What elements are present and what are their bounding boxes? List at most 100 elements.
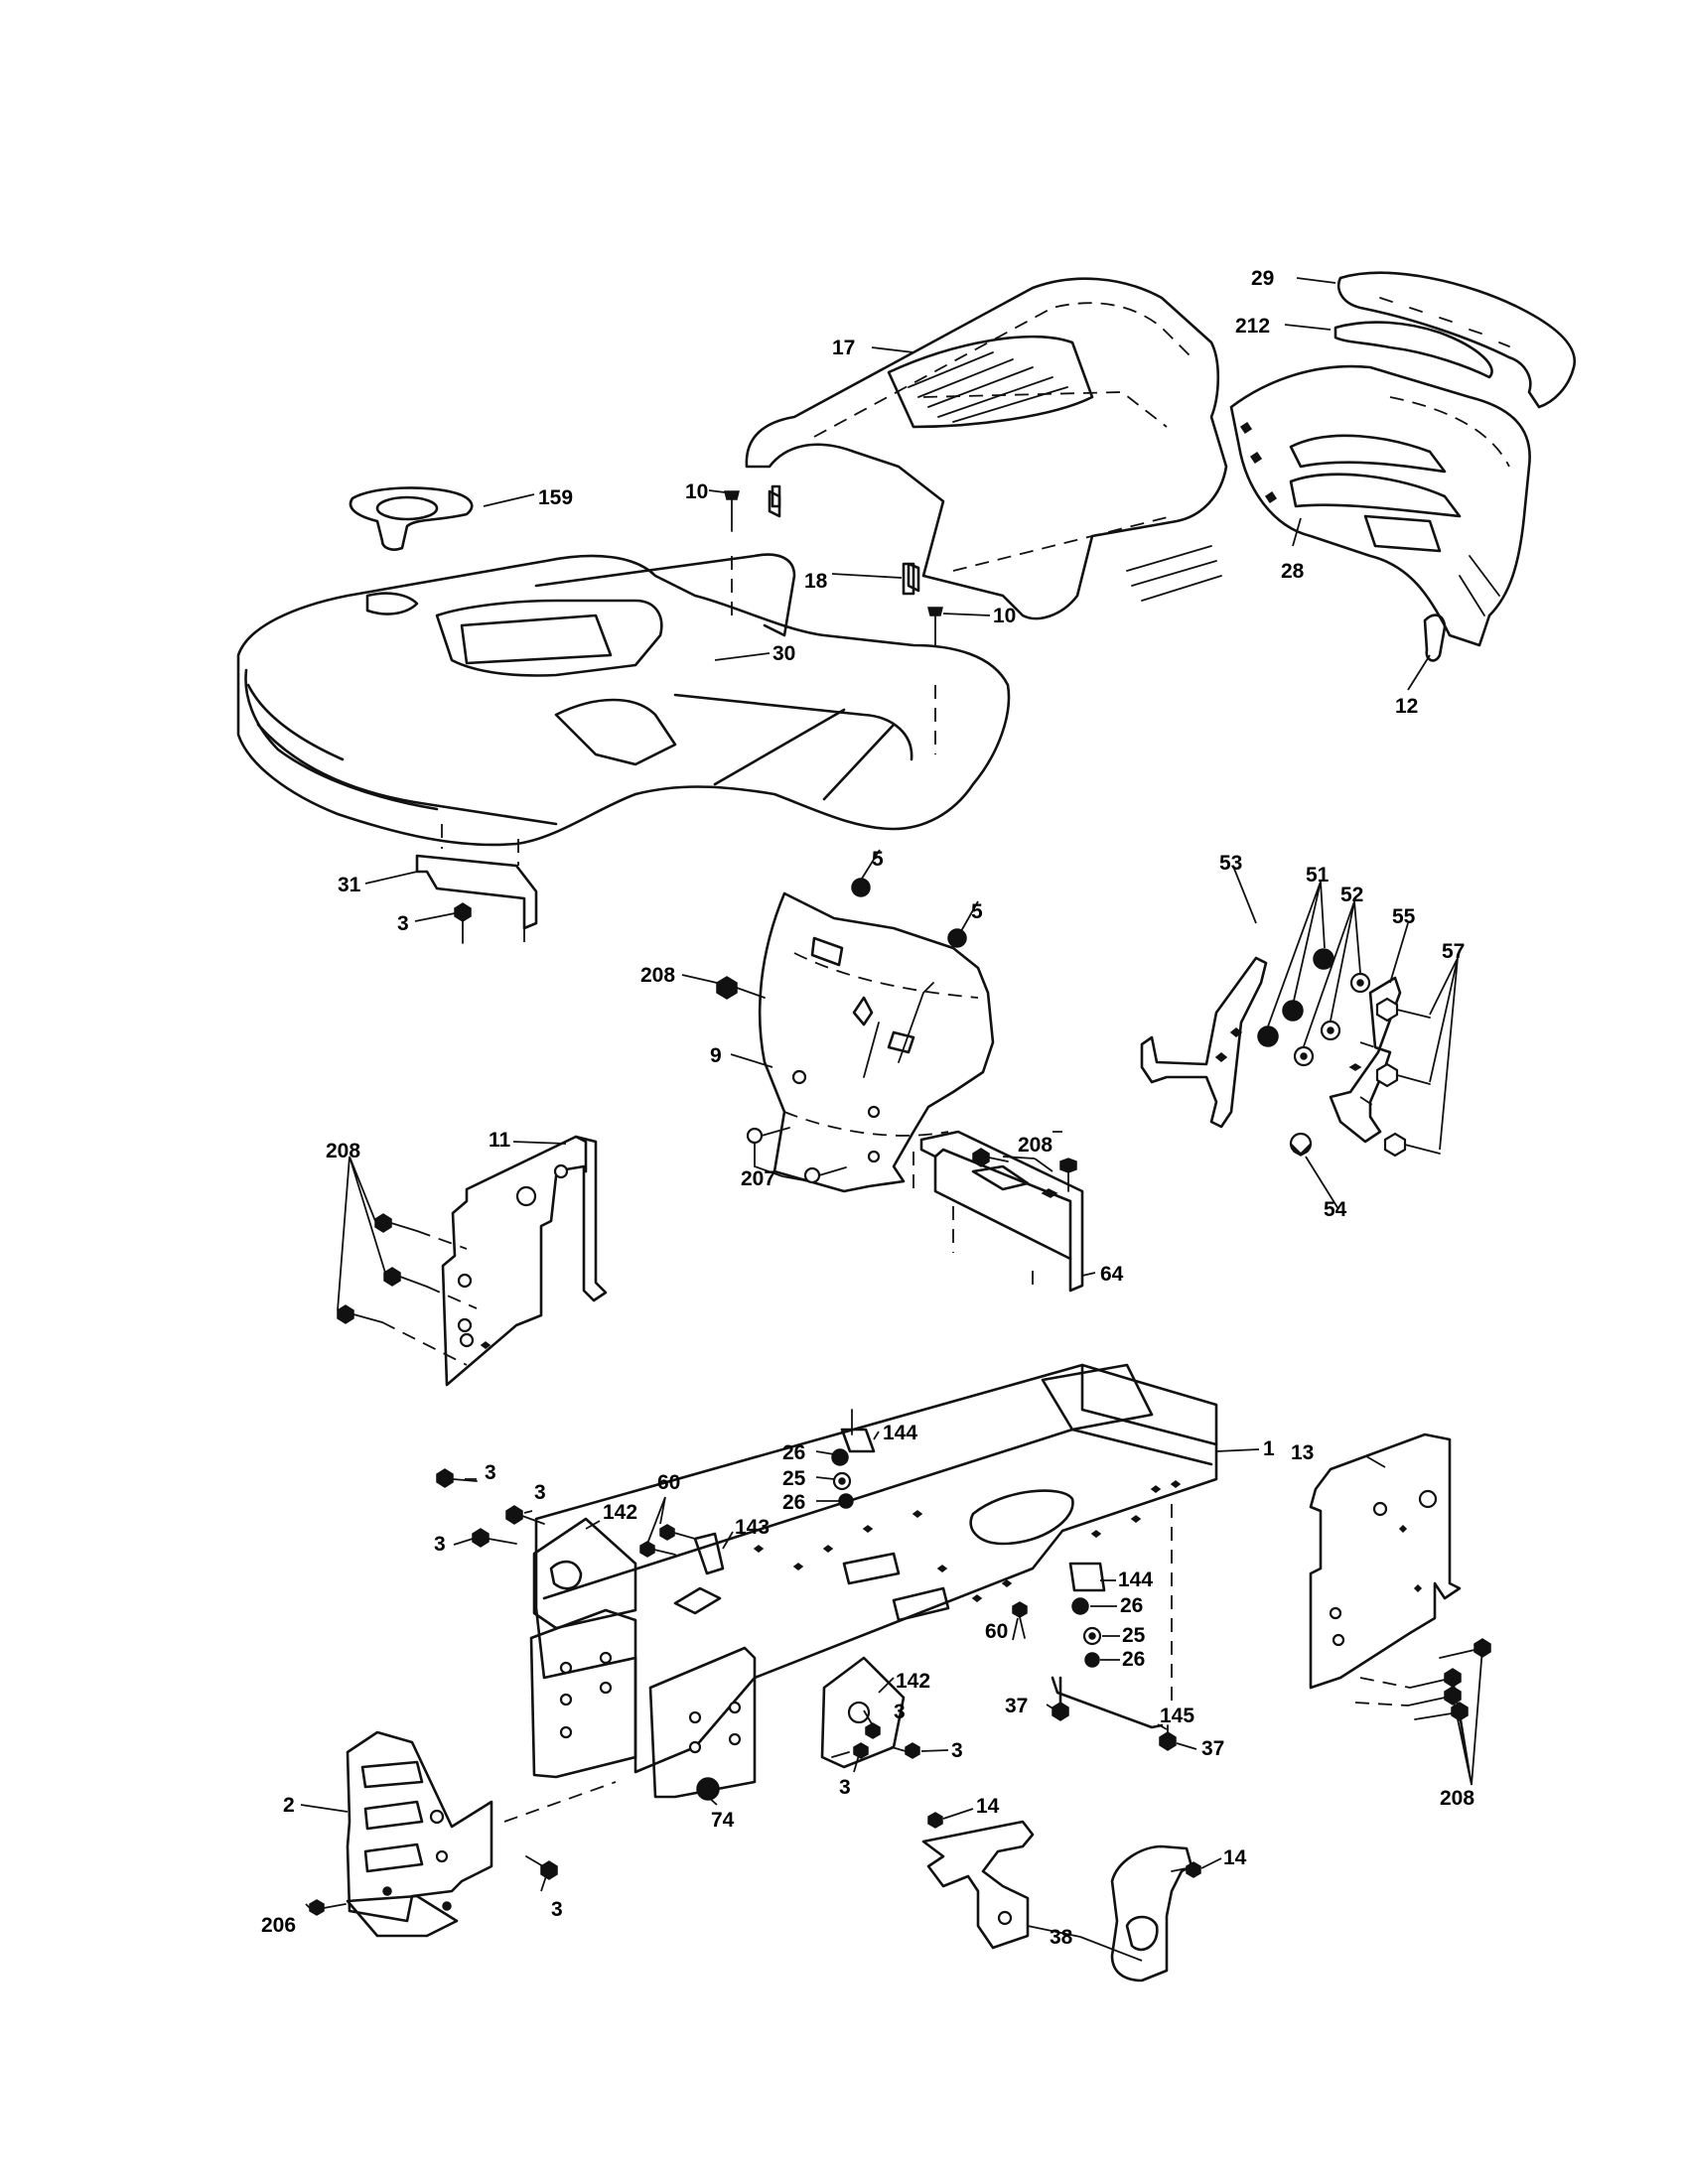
label-5-b: 5: [971, 900, 983, 923]
label-206: 206: [261, 1914, 296, 1937]
clip-part: [1423, 614, 1447, 662]
label-142-lower: 142: [896, 1670, 930, 1693]
label-142-upper: 142: [603, 1501, 637, 1524]
label-2: 2: [283, 1794, 295, 1817]
bracket-144-lower: [1068, 1562, 1106, 1668]
label-29: 29: [1251, 267, 1274, 290]
hinge-18: [771, 484, 915, 596]
screw-3-lower-group: [696, 1722, 920, 1801]
label-208-dash: 208: [640, 964, 675, 987]
label-3-f: 3: [951, 1739, 963, 1762]
label-14-a: 14: [976, 1795, 1000, 1818]
label-26-c: 26: [1120, 1594, 1143, 1617]
bracket-144-upper: [831, 1409, 876, 1509]
label-38: 38: [1050, 1926, 1073, 1949]
side-panel-11-part: [441, 1135, 608, 1387]
label-17: 17: [832, 337, 855, 359]
screw-206: [309, 1899, 347, 1916]
knob-54-part: [1289, 1132, 1313, 1157]
bracket-64-part: [912, 1130, 1084, 1293]
dash-panel-part: [758, 891, 995, 1193]
label-25-a: 25: [782, 1467, 806, 1490]
screw-3-bracket2: [525, 1855, 558, 1880]
bracket-53-part: [1140, 956, 1268, 1129]
label-1: 1: [1263, 1437, 1275, 1460]
bumper-part: [1336, 271, 1577, 409]
label-37-b: 37: [1201, 1737, 1224, 1760]
label-144-lower: 144: [1118, 1569, 1153, 1591]
main-frame-part: [534, 1363, 1218, 1774]
label-30: 30: [772, 642, 795, 665]
label-10-b: 10: [993, 605, 1016, 627]
label-208-panel13: 208: [1440, 1787, 1474, 1810]
label-3-d: 3: [434, 1533, 446, 1556]
lens-part: [1333, 321, 1493, 379]
label-145: 145: [1160, 1705, 1194, 1727]
screw-207-group: [746, 1127, 847, 1184]
label-53: 53: [1219, 852, 1242, 875]
label-13: 13: [1291, 1441, 1314, 1464]
label-9: 9: [710, 1044, 722, 1067]
label-3-e: 3: [894, 1701, 906, 1723]
bracket-142-upper: [532, 1517, 637, 1630]
label-57: 57: [1442, 940, 1465, 963]
label-60-a: 60: [657, 1471, 680, 1494]
fender-bracket-part: [415, 854, 538, 930]
screw-208-panel11: [337, 1213, 478, 1366]
rod-145-part: [1051, 1676, 1177, 1751]
bolt-10-b: [927, 607, 943, 754]
screw-208-bracket: [972, 1148, 1077, 1192]
cup-holder-part: [349, 486, 474, 551]
label-12: 12: [1395, 695, 1418, 718]
label-26-b: 26: [782, 1491, 805, 1514]
label-208-bracket: 208: [1018, 1134, 1052, 1157]
fender-deck-part: [236, 553, 1011, 847]
side-panel-13-part: [1309, 1433, 1462, 1690]
bracket-143-part: [693, 1532, 725, 1575]
label-11: 11: [489, 1129, 511, 1152]
label-25-b: 25: [1122, 1624, 1146, 1647]
label-3-fender: 3: [397, 912, 409, 935]
label-143: 143: [735, 1516, 770, 1539]
bracket-38-left: [921, 1820, 1035, 1950]
washer-52-group: [1293, 972, 1371, 1067]
label-37-a: 37: [1005, 1695, 1028, 1717]
label-3-h: 3: [551, 1898, 563, 1921]
label-26-d: 26: [1122, 1648, 1145, 1671]
label-14-b: 14: [1223, 1846, 1247, 1869]
label-144-upper: 144: [883, 1422, 917, 1444]
screw-208-panel13: [1354, 1638, 1491, 1721]
label-10-a: 10: [685, 480, 708, 503]
label-207: 207: [741, 1167, 775, 1190]
front-plate-left: [529, 1608, 637, 1779]
nose-part: [1229, 364, 1531, 647]
screw-208-dash: [716, 976, 766, 1000]
screw-60-right: [1012, 1601, 1028, 1639]
label-60-b: 60: [985, 1620, 1008, 1643]
label-5-a: 5: [872, 848, 884, 871]
nut-5-a: [851, 878, 871, 897]
nut-51-group: [1257, 948, 1334, 1047]
screw-14-group: [927, 1812, 1201, 1878]
label-212: 212: [1235, 315, 1270, 338]
label-55: 55: [1392, 905, 1416, 928]
bolt-10-a: [724, 490, 740, 615]
hood-part: [745, 277, 1228, 620]
label-52: 52: [1340, 884, 1363, 906]
label-159: 159: [538, 486, 573, 509]
label-208-panel11: 208: [326, 1140, 360, 1162]
label-31: 31: [338, 874, 361, 896]
label-3-c: 3: [534, 1481, 546, 1504]
label-51: 51: [1306, 864, 1330, 887]
bracket-38-right: [1110, 1844, 1193, 1982]
screw-3-fender: [454, 902, 472, 944]
label-28: 28: [1281, 560, 1305, 583]
label-54: 54: [1324, 1198, 1347, 1221]
screw-3-front-group: [436, 1468, 545, 1548]
label-3-g: 3: [839, 1776, 851, 1799]
label-18: 18: [804, 570, 828, 593]
label-3-b: 3: [485, 1461, 496, 1484]
front-bracket-2-part: [346, 1730, 493, 1938]
label-26-a: 26: [782, 1441, 805, 1464]
